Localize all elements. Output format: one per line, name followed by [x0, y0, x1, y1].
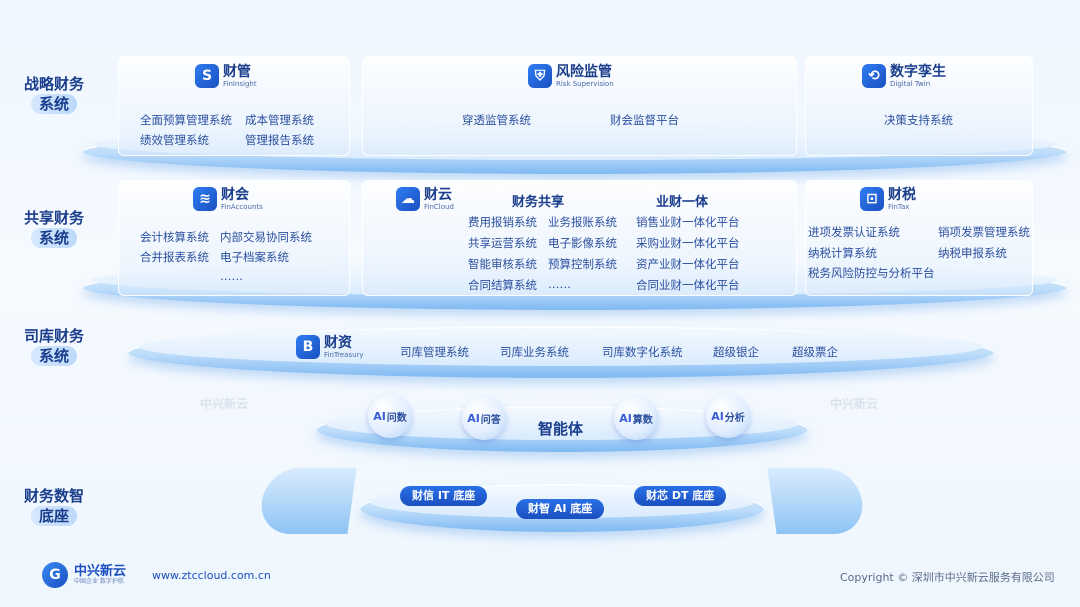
shield-icon: ⛨ [528, 64, 552, 88]
item-tax-risk[interactable]: 税务风险防控与分析平台 [808, 266, 935, 280]
item-expense[interactable]: 费用报销系统 [468, 215, 537, 229]
footer-logo[interactable]: G 中兴新云 中国企业 数字护航 [42, 562, 126, 588]
twin-icon: ⟲ [862, 64, 886, 88]
logo-icon: G [42, 562, 68, 588]
item-smart-audit[interactable]: 智能审核系统 [468, 257, 537, 271]
base-arc-left [257, 468, 357, 534]
logo-tagline: 中国企业 数字护航 [74, 577, 124, 585]
item-consolidation[interactable]: 合并报表系统 [140, 250, 209, 264]
item-output-invoice[interactable]: 销项发票管理系统 [938, 225, 1030, 239]
agent-title: 智能体 [538, 420, 584, 438]
footer-url[interactable]: www.ztccloud.com.cn [152, 569, 271, 582]
base-arc-right [767, 468, 867, 534]
treasury-icon: B [296, 335, 320, 359]
caihui-icon: ≋ [193, 187, 217, 211]
module-caishui[interactable]: ⊡ 财税 FinTax [860, 187, 916, 211]
item-mgmt-report[interactable]: 管理报告系统 [245, 133, 314, 147]
panel-caishui [805, 180, 1033, 296]
item-budget[interactable]: 全面预算管理系统 [140, 113, 232, 127]
item-tax-filing[interactable]: 纳税申报系统 [938, 246, 1007, 260]
panel-caihui [118, 180, 350, 296]
item-penetrate[interactable]: 穿透监管系统 [462, 113, 531, 127]
item-contract-bizfin[interactable]: 合同业财一体化平台 [636, 278, 740, 292]
item-tax-calc[interactable]: 纳税计算系统 [808, 246, 877, 260]
caiguan-icon: S [195, 64, 219, 88]
item-contract-settle[interactable]: 合同结算系统 [468, 278, 537, 292]
panel-risk [362, 56, 797, 156]
item-biz-claim[interactable]: 业务报账系统 [548, 215, 617, 229]
item-internal-trade[interactable]: 内部交易协同系统 [220, 230, 312, 244]
item-supervision[interactable]: 财会监督平台 [610, 113, 679, 127]
item-archive[interactable]: 电子档案系统 [220, 250, 289, 264]
pill-ai-base[interactable]: 财智 AI 底座 [516, 499, 605, 519]
treasury-disc-top [140, 328, 982, 366]
tier-label-treasury: 司库财务 系统 [23, 327, 84, 366]
tier-label-strategic: 战略财务 系统 [23, 75, 84, 114]
item-performance[interactable]: 绩效管理系统 [140, 133, 209, 147]
module-caizi[interactable]: B 财资 FinTreasury [296, 335, 364, 359]
item-finshare-more: …… [548, 277, 571, 291]
module-caihui[interactable]: ≋ 财会 FinAccounts [193, 187, 263, 211]
panel-twin [805, 56, 1033, 156]
item-treasury-digital[interactable]: 司库数字化系统 [602, 345, 683, 359]
item-purchase-bizfin[interactable]: 采购业财一体化平台 [636, 236, 740, 250]
finshare-title: 财务共享 [512, 195, 565, 210]
pill-dt-base[interactable]: 财芯 DT 底座 [634, 486, 727, 506]
logo-name: 中兴新云 [74, 563, 127, 579]
item-cost[interactable]: 成本管理系统 [245, 113, 314, 127]
module-twin[interactable]: ⟲ 数字孪生 Digital Twin [862, 64, 946, 88]
item-asset-bizfin[interactable]: 资产业财一体化平台 [636, 257, 740, 271]
item-eimage[interactable]: 电子影像系统 [548, 236, 617, 250]
module-risk[interactable]: ⛨ 风险监管 Risk Supervision [528, 64, 614, 88]
tax-icon: ⊡ [860, 187, 884, 211]
item-budget-control[interactable]: 预算控制系统 [548, 257, 617, 271]
panel-caiguan [118, 56, 350, 156]
watermark: 中兴新云 [830, 397, 879, 411]
item-treasury-biz[interactable]: 司库业务系统 [500, 345, 569, 359]
tier-label-shared: 共享财务 系统 [23, 209, 84, 248]
item-sales-bizfin[interactable]: 销售业财一体化平台 [636, 215, 740, 229]
item-shared-ops[interactable]: 共享运营系统 [468, 236, 537, 250]
item-caihui-more: …… [220, 269, 243, 283]
cloud-icon: ☁ [396, 187, 420, 211]
item-input-invoice[interactable]: 进项发票认证系统 [808, 225, 900, 239]
tier-label-base: 财务数智 底座 [23, 487, 84, 526]
watermark: 中兴新云 [200, 397, 249, 411]
item-decision[interactable]: 决策支持系统 [884, 113, 953, 127]
pill-it-base[interactable]: 财信 IT 底座 [400, 486, 488, 506]
bizfin-title: 业财一体 [656, 195, 709, 210]
footer-copyright: Copyright © 深圳市中兴新云服务有限公司 [840, 571, 1055, 584]
item-super-bill[interactable]: 超级票企 [792, 345, 838, 359]
item-accounting[interactable]: 会计核算系统 [140, 230, 209, 244]
item-super-bank[interactable]: 超级银企 [713, 345, 759, 359]
module-caiguan[interactable]: S 财管 FinInsight [195, 64, 257, 88]
panel-caiyun [362, 180, 797, 296]
item-treasury-mgmt[interactable]: 司库管理系统 [400, 345, 469, 359]
module-caiyun[interactable]: ☁ 财云 FinCloud [396, 187, 454, 211]
